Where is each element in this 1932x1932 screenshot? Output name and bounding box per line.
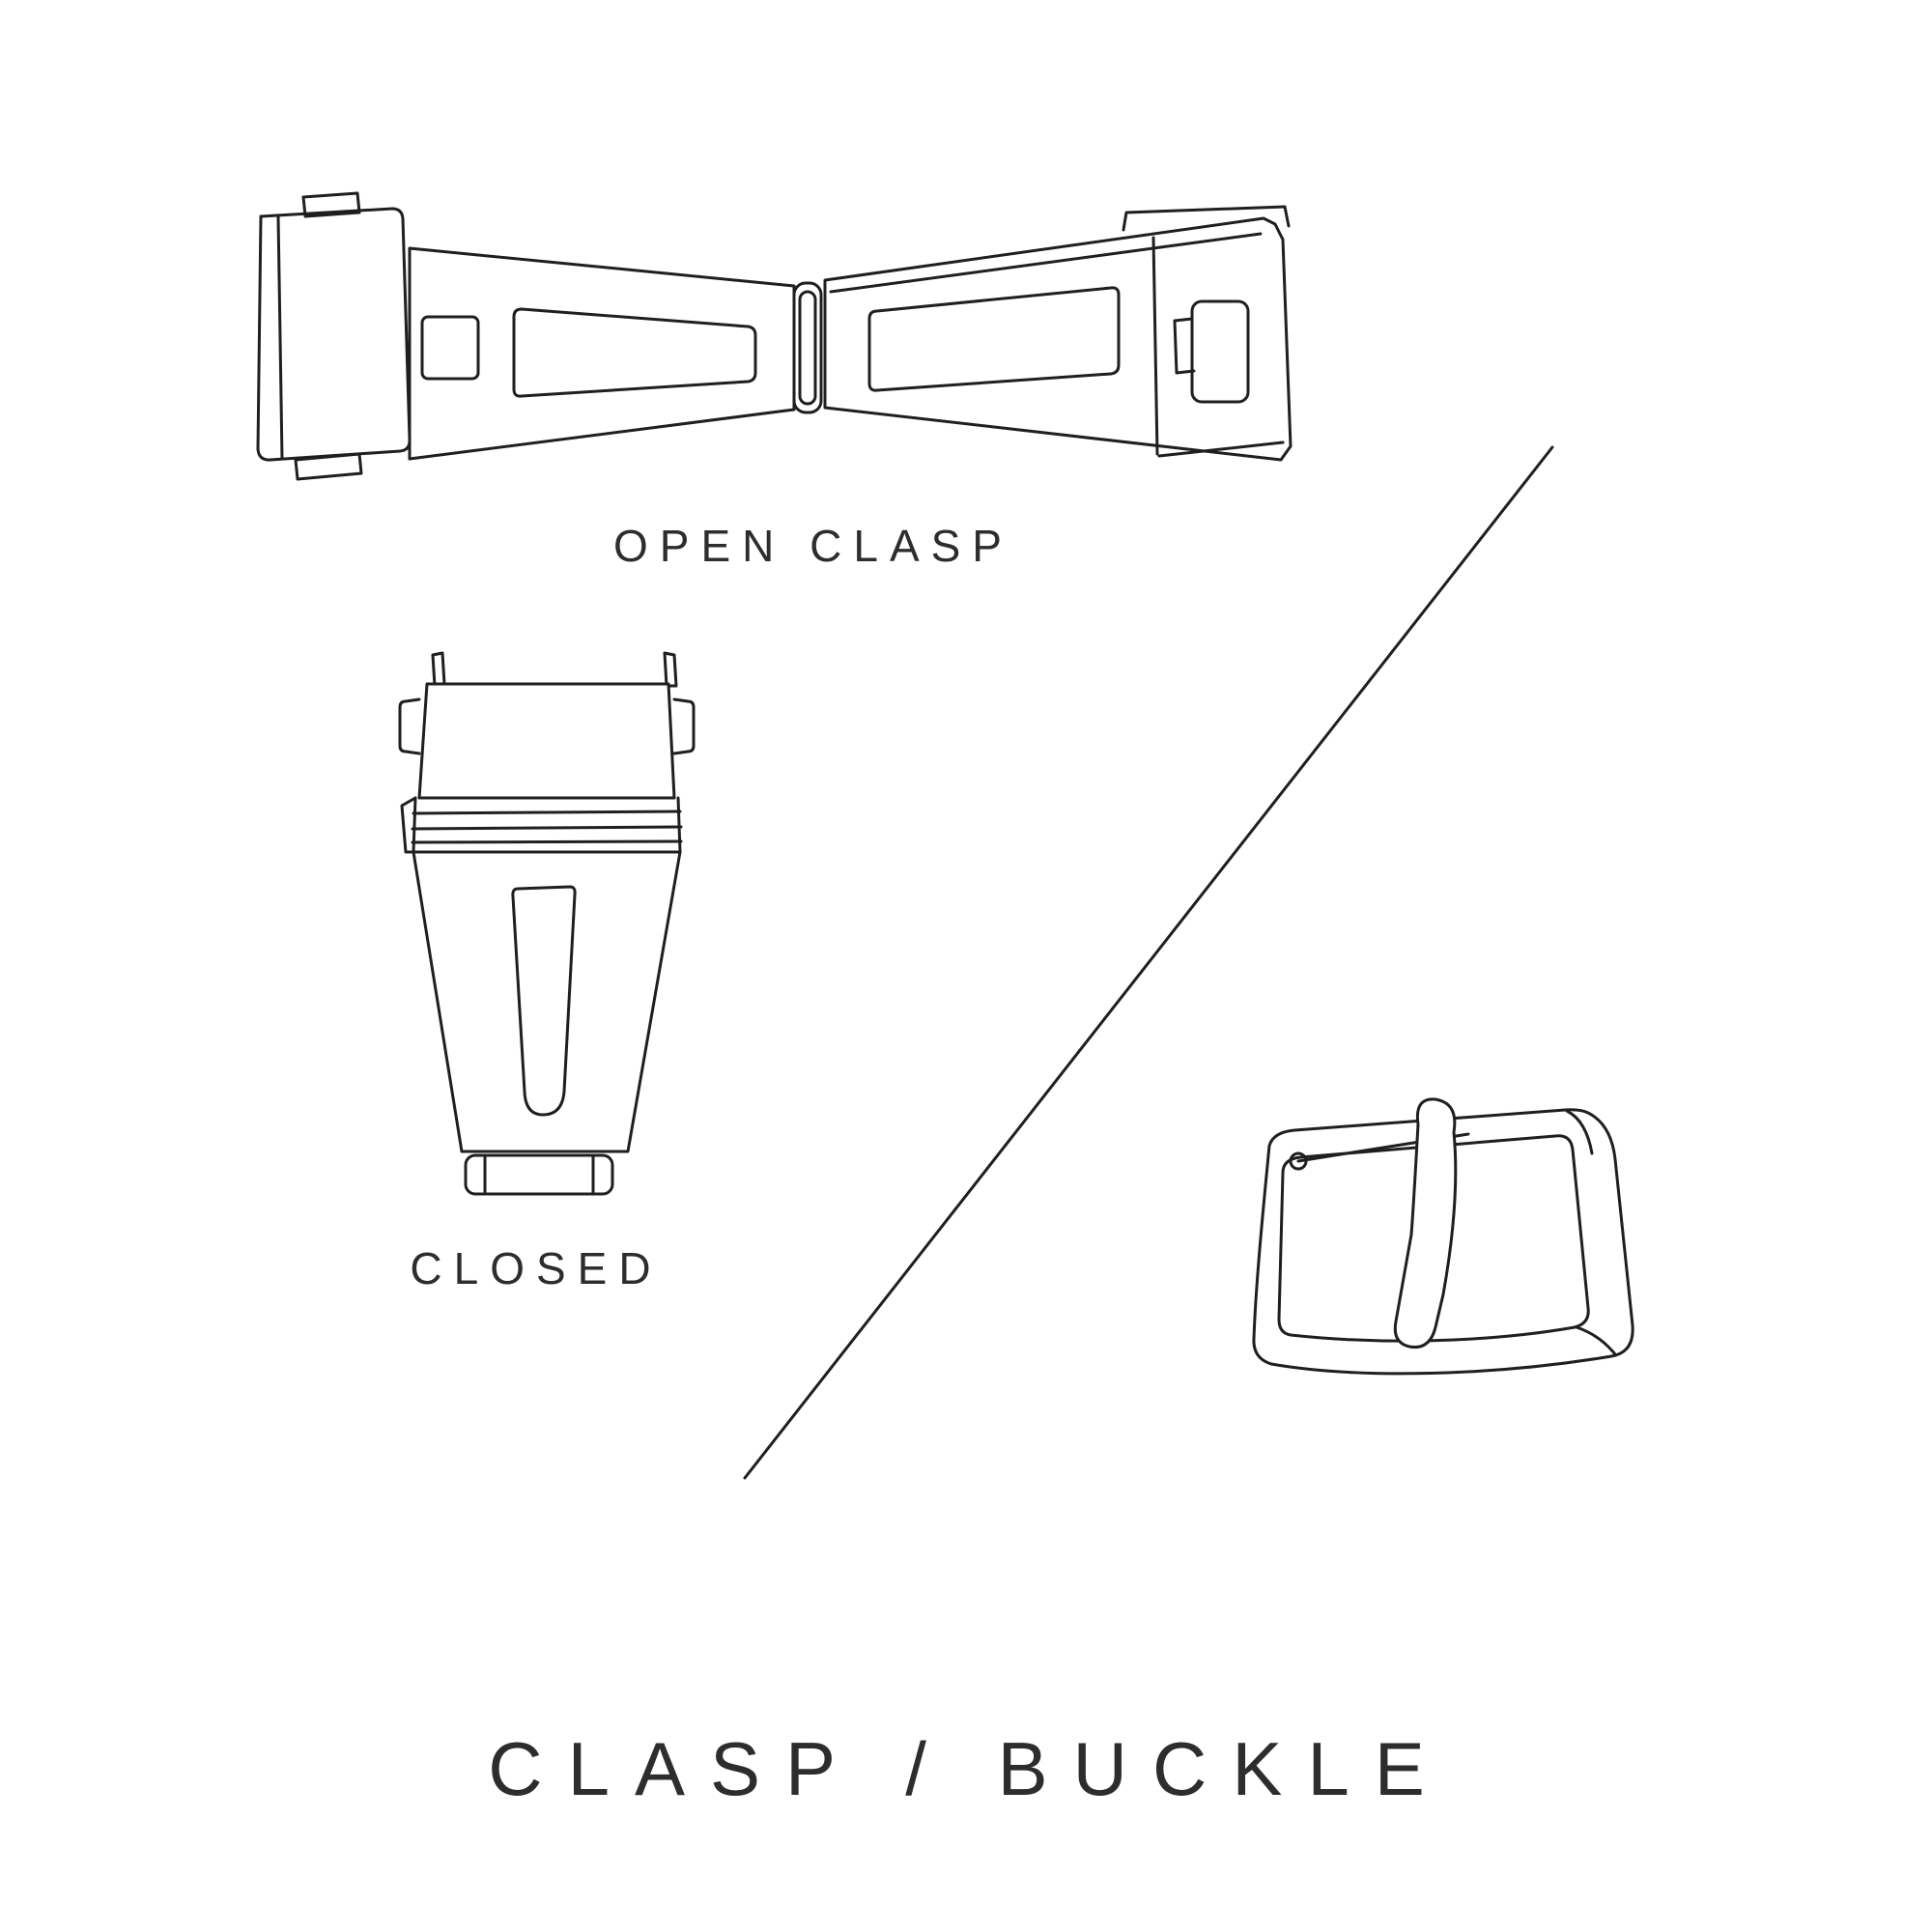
closed-clasp-label: CLOSED xyxy=(410,1243,663,1293)
page-title: CLASP / BUCKLE xyxy=(488,1726,1450,1811)
buckle-figure xyxy=(1252,1097,1634,1376)
closed-clasp-figure xyxy=(398,651,696,1196)
open-clasp-figure xyxy=(256,191,1293,481)
open-clasp-label: OPEN CLASP xyxy=(613,521,1013,571)
